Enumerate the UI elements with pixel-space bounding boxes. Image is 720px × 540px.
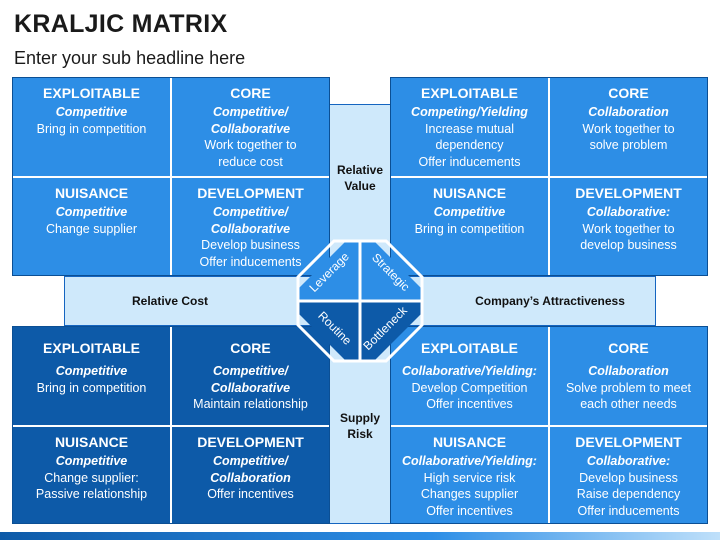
- cell-heading: CORE: [230, 340, 271, 356]
- cell-description: Change supplier:: [44, 470, 139, 485]
- cell-strategy: Competitive: [55, 454, 128, 468]
- cell-description: Work together to: [582, 221, 675, 236]
- cell-core: CORE Collaboration Solve problem to meet…: [549, 326, 708, 426]
- cell-heading: EXPLOITABLE: [43, 340, 140, 356]
- companys-attractiveness-label: Company’s Attractiveness: [475, 294, 625, 308]
- cell-strategy: Competing/Yielding: [411, 105, 528, 119]
- cell-strategy: Competitive: [55, 105, 128, 119]
- cell-description: Bring in competition: [36, 380, 147, 395]
- cell-description: Develop business: [201, 238, 300, 252]
- cell-heading: NUISANCE: [432, 434, 507, 450]
- bottleneck-segment: [360, 301, 422, 361]
- strategic-segment: [360, 241, 422, 301]
- cell-description: develop business: [580, 238, 677, 252]
- cell-description: Change supplier: [45, 221, 138, 236]
- cell-nuisance: NUISANCE Competitive Bring in competitio…: [390, 177, 549, 276]
- relative-cost-label: Relative Cost: [131, 294, 209, 308]
- cell-nuisance: NUISANCE Collaborative/Yielding: High se…: [390, 426, 549, 524]
- cell-strategy: Competitive/ Collaborative: [210, 205, 291, 236]
- cell-description: Bring in competition: [414, 221, 525, 236]
- cell-exploitable: EXPLOITABLE Competing/Yielding Increase …: [390, 77, 549, 177]
- cell-heading: NUISANCE: [54, 434, 129, 450]
- cell-description: solve problem: [589, 138, 668, 152]
- cell-description: dependency: [435, 138, 504, 152]
- cell-strategy: Competitive: [433, 205, 506, 219]
- quadrant-bottom-left: EXPLOITABLE Competitive Bring in competi…: [12, 326, 330, 524]
- cell-strategy: Collaboration: [588, 364, 669, 378]
- cell-description: Offer inducements: [577, 503, 680, 518]
- cell-nuisance: NUISANCE Competitive Change supplier: [12, 177, 171, 276]
- quadrant-top-right: EXPLOITABLE Competing/Yielding Increase …: [390, 77, 708, 276]
- cell-exploitable: EXPLOITABLE Competitive Bring in competi…: [12, 326, 171, 426]
- quadrant-bottom-right: EXPLOITABLE Collaborative/Yielding: Deve…: [390, 326, 708, 524]
- cell-description: Solve problem to meet: [565, 380, 692, 395]
- cell-description: reduce cost: [218, 154, 283, 169]
- cell-heading: NUISANCE: [432, 185, 507, 201]
- cell-description: Raise dependency: [576, 487, 681, 501]
- cell-heading: CORE: [608, 85, 649, 101]
- cell-nuisance: NUISANCE Competitive Change supplier: Pa…: [12, 426, 171, 524]
- routine-segment: [298, 301, 360, 361]
- cell-description: Offer incentives: [207, 487, 294, 501]
- cell-description: Increase mutual: [425, 121, 514, 136]
- cell-heading: DEVELOPMENT: [197, 185, 304, 201]
- cell-description: Offer incentives: [426, 503, 513, 518]
- cell-description: Develop Competition: [411, 380, 528, 395]
- cell-description: Maintain relationship: [193, 397, 308, 411]
- cell-heading: DEVELOPMENT: [197, 434, 304, 450]
- cell-description: Offer incentives: [426, 397, 513, 411]
- cell-strategy: Collaborative/Yielding:: [402, 454, 537, 468]
- cell-description: Changes supplier: [420, 487, 519, 501]
- supply-risk-label: Supply Risk: [339, 411, 380, 441]
- cell-description: Passive relationship: [35, 487, 148, 501]
- cell-development: DEVELOPMENT Collaborative: Develop busin…: [549, 426, 708, 524]
- cell-heading: DEVELOPMENT: [575, 434, 682, 450]
- cell-strategy: Competitive/ Collaborative: [210, 364, 291, 395]
- cell-core: CORE Competitive/ Collaborative Work tog…: [171, 77, 330, 177]
- cell-description: Bring in competition: [36, 121, 147, 136]
- cell-heading: EXPLOITABLE: [43, 85, 140, 101]
- quadrant-top-left: EXPLOITABLE Competitive Bring in competi…: [12, 77, 330, 276]
- cell-strategy: Competitive: [55, 364, 128, 378]
- center-strategy-octagon: Leverage Strategic Routine Bottleneck: [296, 239, 424, 363]
- cell-description: Work together to: [204, 138, 297, 152]
- cell-description: Develop business: [579, 470, 678, 485]
- footer-accent-bar: [0, 532, 720, 540]
- cell-heading: DEVELOPMENT: [575, 185, 682, 201]
- cell-heading: CORE: [608, 340, 649, 356]
- cell-description: each other needs: [580, 397, 677, 411]
- cell-core: CORE Competitive/ Collaborative Maintain…: [171, 326, 330, 426]
- cell-core: CORE Collaboration Work together to solv…: [549, 77, 708, 177]
- cell-strategy: Collaboration: [588, 105, 669, 119]
- page-subtitle: Enter your sub headline here: [14, 48, 246, 68]
- cell-heading: EXPLOITABLE: [421, 340, 518, 356]
- cell-description: Offer inducements: [199, 254, 302, 269]
- cell-heading: EXPLOITABLE: [421, 85, 518, 101]
- cell-strategy: Collaborative/Yielding:: [402, 364, 537, 378]
- relative-value-label: Relative Value: [336, 163, 384, 193]
- cell-heading: NUISANCE: [54, 185, 129, 201]
- leverage-segment: [298, 241, 360, 301]
- cell-description: Offer inducements: [418, 154, 521, 169]
- cell-strategy: Competitive/ Collaboration: [210, 454, 291, 485]
- cell-strategy: Competitive/ Collaborative: [210, 105, 291, 136]
- cell-strategy: Competitive: [55, 205, 128, 219]
- cell-description: High service risk: [423, 470, 516, 485]
- cell-strategy: Collaborative:: [586, 454, 671, 468]
- page-title: KRALJIC MATRIX: [14, 10, 228, 38]
- cell-development: DEVELOPMENT Competitive/ Collaboration O…: [171, 426, 330, 524]
- cell-exploitable: EXPLOITABLE Competitive Bring in competi…: [12, 77, 171, 177]
- cell-heading: CORE: [230, 85, 271, 101]
- cell-strategy: Collaborative:: [586, 205, 671, 219]
- cell-description: Work together to: [582, 121, 675, 136]
- cell-development: DEVELOPMENT Collaborative: Work together…: [549, 177, 708, 276]
